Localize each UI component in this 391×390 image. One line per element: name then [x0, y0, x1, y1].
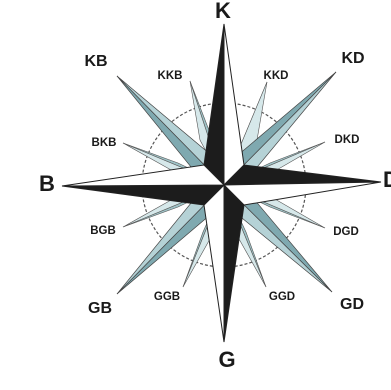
cardinal-points — [62, 24, 381, 342]
label-north-northeast: KKD — [264, 70, 289, 82]
label-east-northeast: DKD — [335, 134, 360, 146]
label-west-southwest: BGB — [90, 225, 116, 237]
label-northeast: KD — [341, 50, 364, 67]
label-northwest: KB — [84, 53, 107, 70]
label-south-southwest: GGB — [154, 291, 180, 303]
label-west: B — [39, 171, 55, 196]
label-east-southeast: DGD — [333, 226, 359, 238]
label-south-southeast: GGD — [269, 291, 295, 303]
label-southeast: GD — [340, 296, 364, 313]
label-west-northwest: BKB — [92, 137, 117, 149]
point-g-left — [204, 185, 224, 342]
label-south: G — [218, 347, 235, 372]
label-north-northwest: KKB — [158, 70, 183, 82]
point-g-right — [224, 185, 244, 342]
label-north: K — [215, 0, 231, 23]
point-d-bottom — [224, 182, 381, 205]
point-b-top — [62, 165, 224, 186]
label-east: D — [383, 167, 391, 192]
point-k-left — [204, 24, 224, 185]
label-southwest: GB — [88, 300, 112, 317]
point-b-bottom — [62, 185, 224, 205]
